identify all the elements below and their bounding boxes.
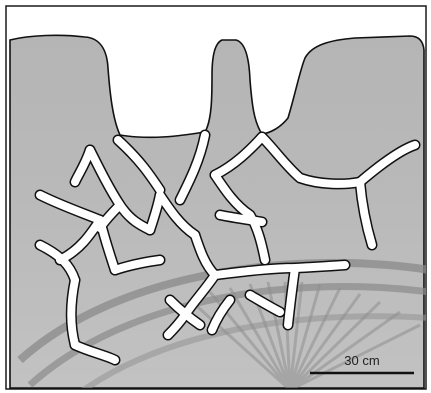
scale-bar-label: 30 cm xyxy=(344,353,379,368)
